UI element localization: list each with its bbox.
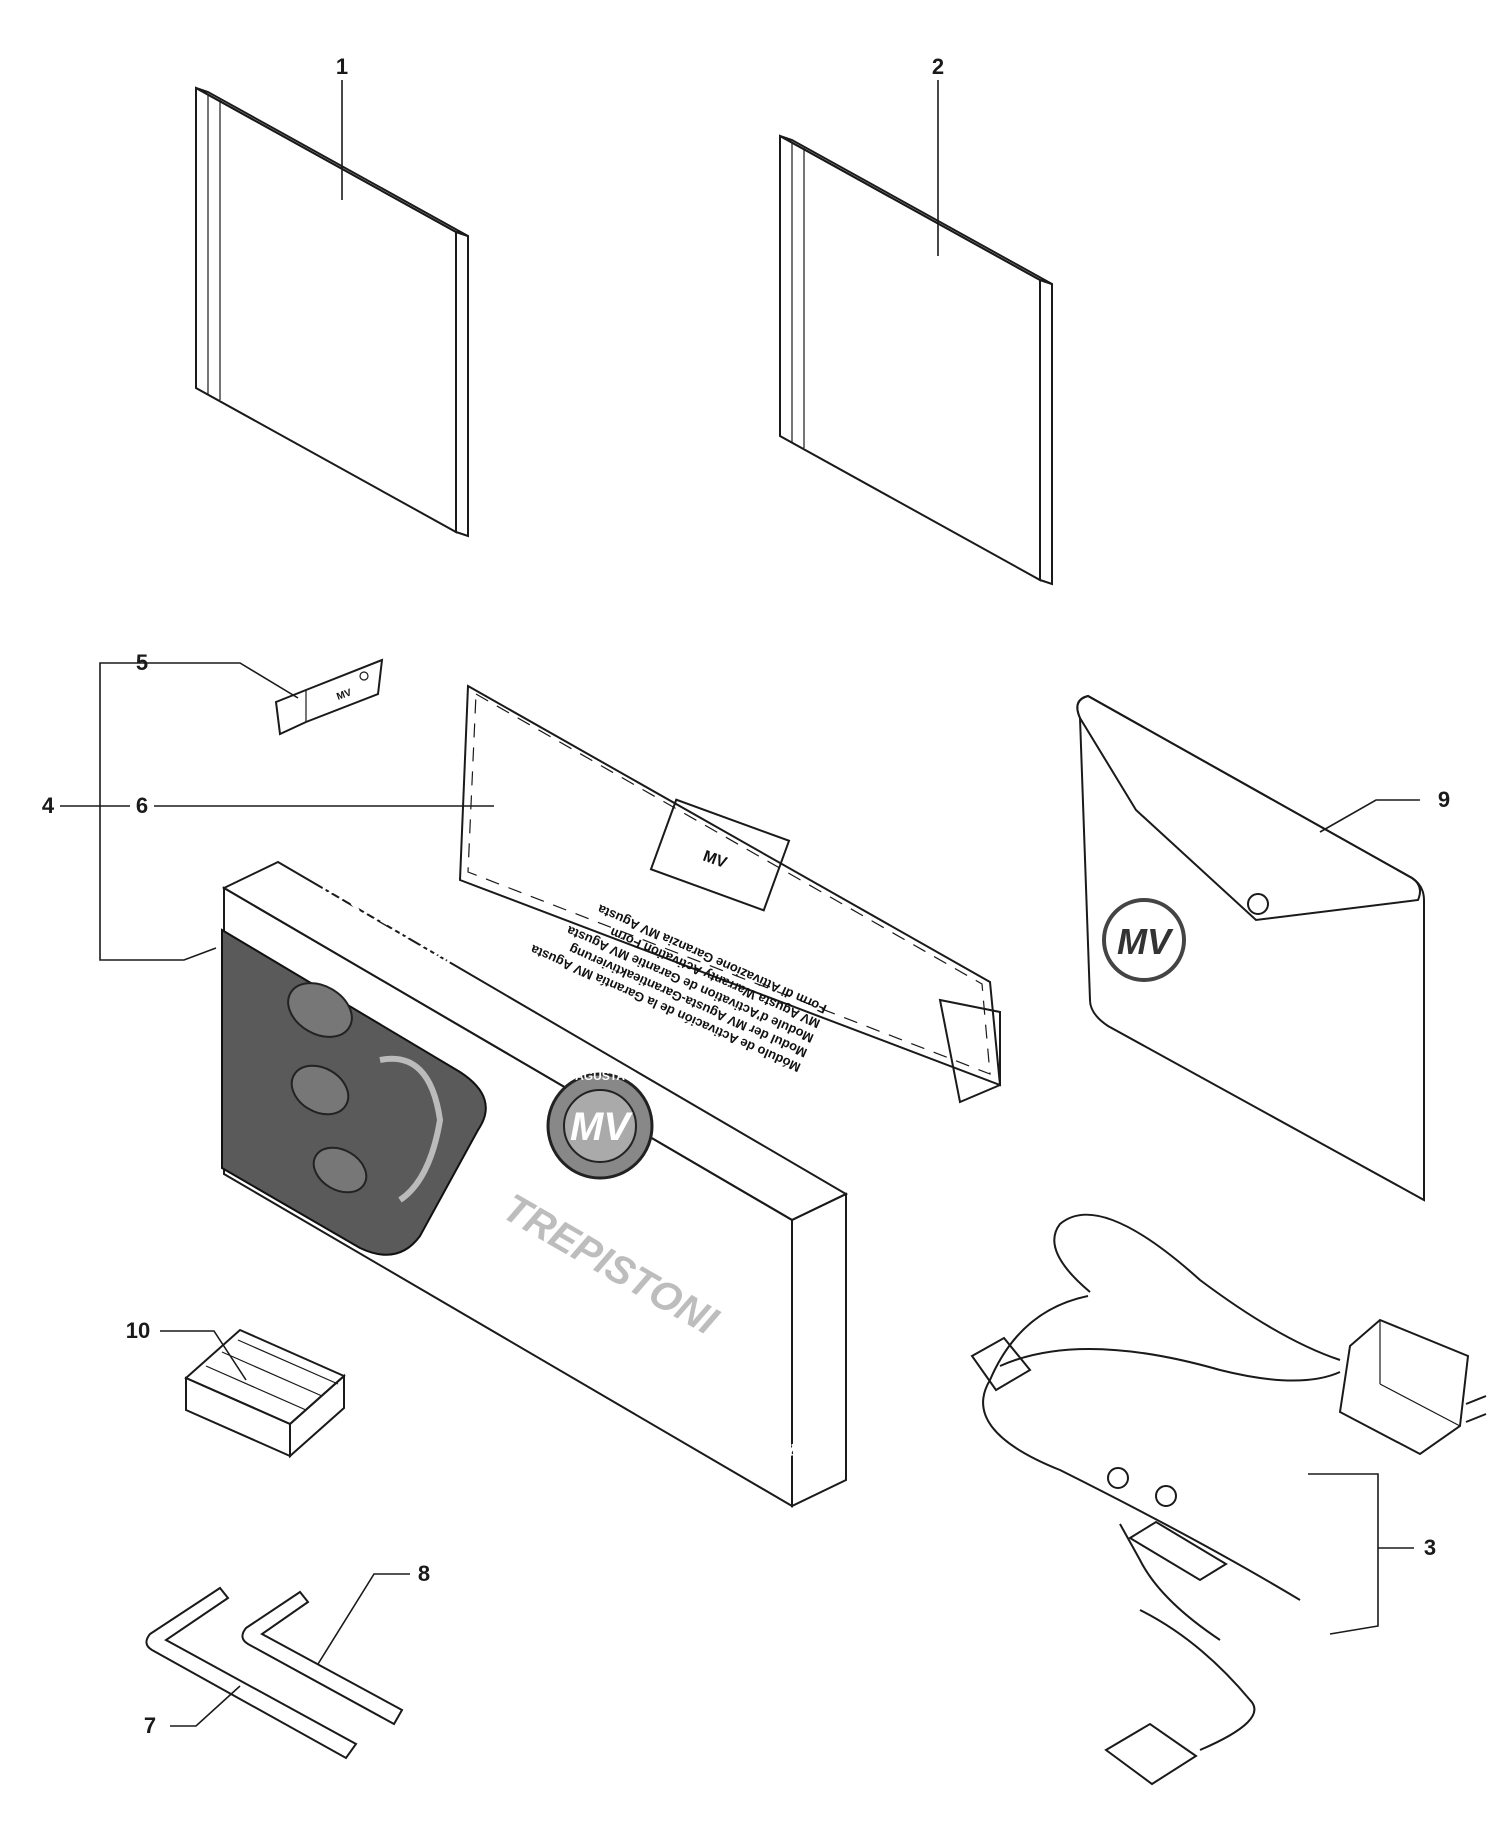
callout-3: 3 (1424, 1535, 1436, 1560)
callout-1: 1 (336, 54, 348, 79)
bracket-4 (99, 662, 217, 961)
usb-logo-mark: MV (335, 687, 353, 703)
form-logo-box (649, 798, 791, 912)
callout-7: 7 (144, 1713, 156, 1738)
warranty-activation-form: MV Form di Attivazione Garanzia MV Agust… (458, 684, 1002, 1104)
box-window (221, 928, 487, 1256)
usb-key: MV (274, 658, 384, 736)
leader-8 (317, 1573, 410, 1665)
callout-8: 8 (418, 1561, 430, 1586)
box-logo-mark: MV (570, 1105, 633, 1149)
box-model-label: TREPISTONI (496, 1186, 726, 1344)
manual-book-1 (195, 86, 469, 538)
battery-charger-cable (970, 1213, 1487, 1786)
bracket-3 (1308, 1473, 1379, 1635)
box-logo-top: AGUSTA (575, 1069, 625, 1083)
box-brand-label: MV AGUSTA (312, 873, 460, 976)
pouch-snap-button (1247, 893, 1269, 915)
callout-10: 10 (126, 1318, 150, 1343)
callout-6-label: 6 (136, 793, 148, 818)
box-mv-logo: MV AGUSTA (546, 1069, 654, 1180)
callout-5: 5 (136, 650, 148, 675)
callout-9: 9 (1438, 787, 1450, 812)
hex-key-7 (145, 1586, 358, 1760)
battery-clip (184, 1328, 346, 1459)
leader-7 (170, 1685, 241, 1727)
form-logo-mark: MV (701, 848, 730, 872)
hex-key-8 (241, 1590, 404, 1726)
callout-group-4: 4 5 6 6 (42, 650, 494, 961)
pouch-logo-mark: MV (1117, 921, 1174, 962)
pouch-logo (1102, 898, 1186, 982)
leader-5 (160, 662, 299, 699)
document-pouch: MV (1076, 694, 1425, 1202)
callout-2: 2 (932, 54, 944, 79)
callout-4: 4 (42, 793, 55, 818)
leader-10 (160, 1330, 247, 1381)
manual-book-2 (779, 134, 1053, 586)
leader-9 (1319, 799, 1420, 833)
